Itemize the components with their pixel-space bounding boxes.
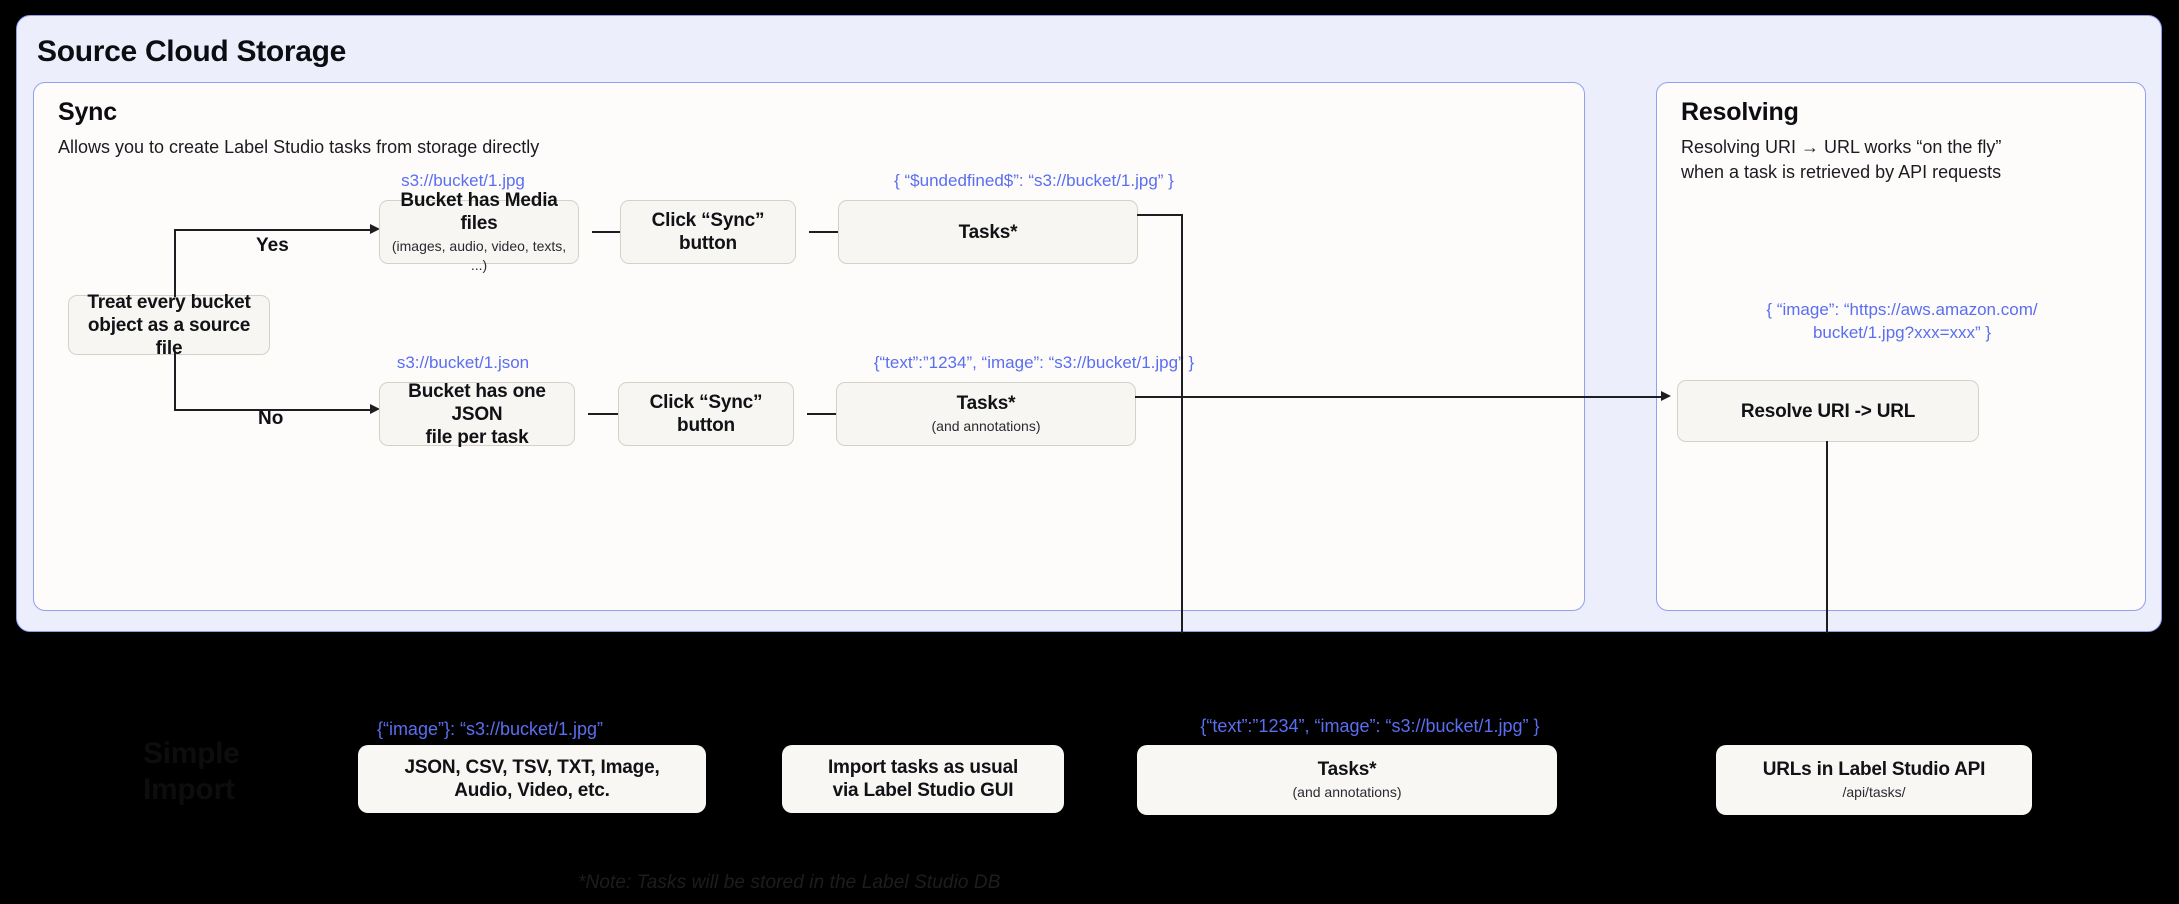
branch-line-yes xyxy=(174,229,374,231)
sync-panel-subtitle: Allows you to create Label Studio tasks … xyxy=(58,137,540,157)
annotation-bottom-image-uri: {“image”}: “s3://bucket/1.jpg” xyxy=(376,719,604,739)
connector-resolve-down xyxy=(1826,441,1828,633)
branch-spine-yes xyxy=(174,229,176,297)
resolving-panel: Resolving Resolving URI → URL works “on … xyxy=(1656,82,2146,611)
node-bucket-has-media-files-title: Bucket has Media files xyxy=(400,190,558,234)
node-bottom-tasks[interactable]: Tasks* (and annotations) xyxy=(1137,745,1557,815)
source-cloud-storage-panel: Source Cloud Storage Sync Allows you to … xyxy=(16,15,2162,633)
node-supported-formats-label: JSON, CSV, TSV, TXT, Image, Audio, Video… xyxy=(404,757,660,801)
node-bucket-has-media-files-sub: (images, audio, video, texts, ...) xyxy=(391,238,567,273)
annotation-tasks-text-image: {“text”:”1234”, “image”: “s3://bucket/1.… xyxy=(873,353,1195,372)
node-tasks-json[interactable]: Tasks* (and annotations) xyxy=(836,382,1136,446)
node-click-sync-button-json[interactable]: Click “Sync” button xyxy=(618,382,794,446)
node-bucket-has-media-files[interactable]: Bucket has Media files (images, audio, v… xyxy=(379,190,579,273)
annotation-s3-media-uri: s3://bucket/1.jpg xyxy=(401,171,525,190)
branch-line-no xyxy=(174,409,374,411)
arrow-media-to-sync-line xyxy=(592,231,642,233)
connector-trunk-vertical xyxy=(1181,214,1183,633)
connector-resolve-arrow-head xyxy=(1661,391,1671,401)
branch-arrow-no xyxy=(370,404,380,414)
connector-tasks-json-to-resolve xyxy=(1135,396,1665,398)
branch-label-yes: Yes xyxy=(256,235,289,256)
annotation-s3-json-uri: s3://bucket/1.json xyxy=(396,353,530,372)
node-tasks-media[interactable]: Tasks* xyxy=(838,200,1138,264)
node-tasks-media-title: Tasks* xyxy=(958,221,1018,243)
node-treat-bucket-object-label: Treat every bucket object as a source fi… xyxy=(87,291,251,359)
annotation-tasks-undefined: { “$undedfined$”: “s3://bucket/1.jpg” } xyxy=(894,171,1174,190)
node-click-sync-button-media-label: Click “Sync” button xyxy=(651,210,765,254)
simple-import-section-label: Simple Import xyxy=(143,737,240,806)
node-supported-formats[interactable]: JSON, CSV, TSV, TXT, Image, Audio, Video… xyxy=(358,745,706,813)
resolving-panel-title: Resolving xyxy=(1681,98,1799,126)
resolving-panel-subtitle: Resolving URI → URL works “on the fly” w… xyxy=(1681,137,2002,182)
node-bottom-tasks-sub: (and annotations) xyxy=(1292,784,1402,800)
annotation-bottom-tasks-json: {“text”:”1234”, “image”: “s3://bucket/1.… xyxy=(1200,716,1540,736)
node-urls-label-studio-api-sub: /api/tasks/ xyxy=(1842,784,1906,800)
node-click-sync-button-json-label: Click “Sync” button xyxy=(649,392,763,436)
node-bottom-tasks-title: Tasks* xyxy=(1317,759,1377,780)
arrow-sync-to-tasks-line-json xyxy=(807,413,857,415)
branch-spine-no xyxy=(174,353,176,411)
node-treat-bucket-object[interactable]: Treat every bucket object as a source fi… xyxy=(68,292,270,359)
node-urls-label-studio-api[interactable]: URLs in Label Studio API /api/tasks/ xyxy=(1716,745,2032,815)
arrow-json-to-sync-line xyxy=(588,413,638,415)
node-import-tasks-gui[interactable]: Import tasks as usual via Label Studio G… xyxy=(782,745,1064,813)
branch-arrow-yes xyxy=(370,224,380,234)
node-resolve-uri-to-url[interactable]: Resolve URI -> URL xyxy=(1677,380,1979,442)
node-click-sync-button-media[interactable]: Click “Sync” button xyxy=(620,200,796,264)
arrow-sync-to-tasks-line-media xyxy=(809,231,859,233)
footnote-tasks-storage: *Note: Tasks will be stored in the Label… xyxy=(578,872,1001,893)
page-title: Source Cloud Storage xyxy=(37,35,347,68)
node-bucket-has-one-json-title: Bucket has one JSON file per task xyxy=(408,380,546,448)
node-urls-label-studio-api-title: URLs in Label Studio API xyxy=(1762,759,1986,780)
annotation-resolved-url: { “image”: “https://aws.amazon.com/ buck… xyxy=(1766,300,2038,342)
sync-panel-title: Sync xyxy=(58,98,117,126)
node-bucket-has-one-json[interactable]: Bucket has one JSON file per task xyxy=(379,380,575,448)
node-tasks-json-title: Tasks* xyxy=(956,393,1016,414)
node-import-tasks-gui-label: Import tasks as usual via Label Studio G… xyxy=(827,757,1019,801)
branch-label-no: No xyxy=(258,408,284,429)
connector-tasks-media-out xyxy=(1137,214,1183,216)
node-tasks-json-sub: (and annotations) xyxy=(931,418,1041,434)
node-resolve-uri-to-url-label: Resolve URI -> URL xyxy=(1740,400,1916,422)
sync-panel: Sync Allows you to create Label Studio t… xyxy=(33,82,1585,611)
